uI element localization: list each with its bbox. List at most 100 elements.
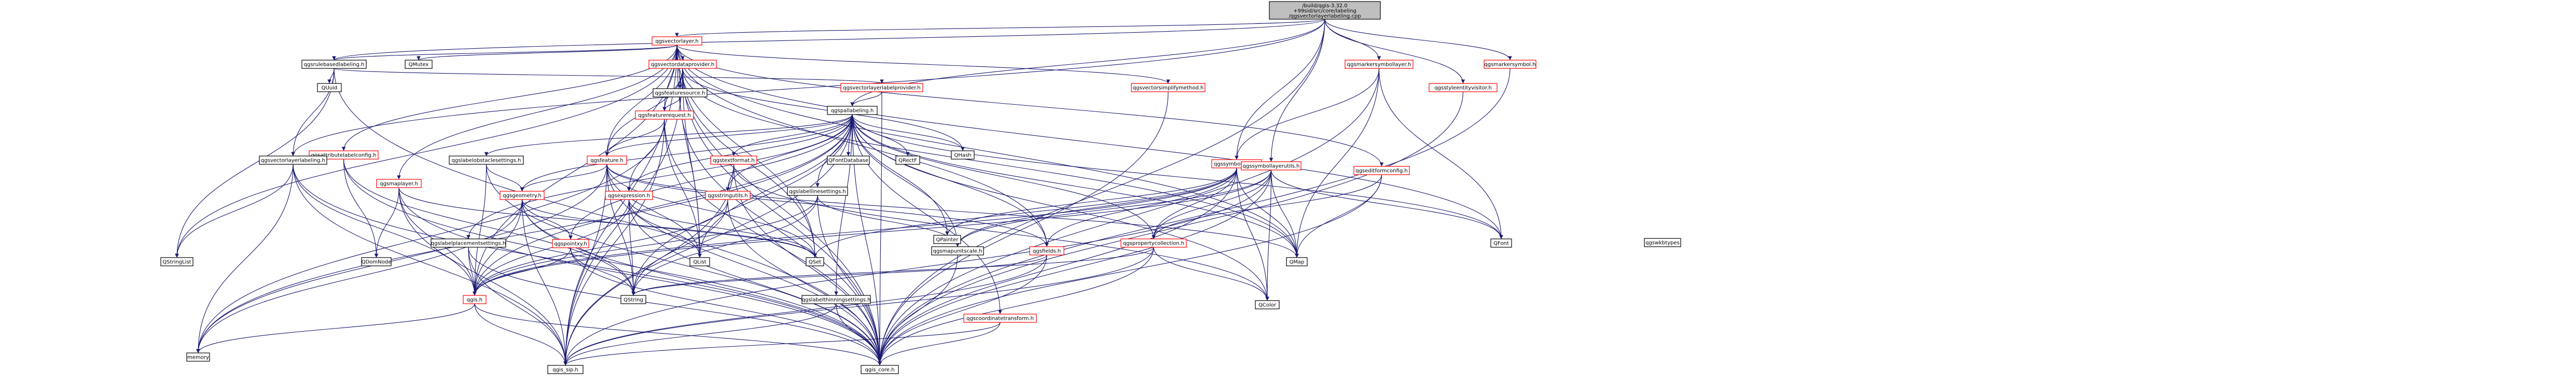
node-qdomnode[interactable]: QDomNode: [361, 257, 392, 266]
edge-qgsrulebasedlabeling_h-to-qgis_core_h: [334, 68, 882, 366]
node-box: [449, 155, 524, 165]
node-qpainter[interactable]: QPainter: [933, 235, 961, 244]
edge-root-to-qgssymbollayerutils_h: [1269, 19, 1325, 162]
node-label: qgsmarkersymbol.h: [1484, 62, 1535, 68]
node-qstring[interactable]: QString: [620, 295, 646, 304]
node-qgsmaplayer-h[interactable]: qgsmaplayer.h: [376, 179, 422, 188]
node-qgis-core-h[interactable]: qgis_core.h: [861, 365, 899, 374]
node-qfont[interactable]: QFont: [1490, 238, 1512, 248]
edge-qgsgeometry_h-to-memory: [196, 199, 523, 353]
node-qgis-sip-h[interactable]: qgis_sip.h: [547, 365, 584, 374]
node-qcolor[interactable]: QColor: [1255, 300, 1280, 309]
node-box: [1490, 238, 1512, 248]
node-qgsfeature-h[interactable]: qgsfeature.h: [587, 155, 627, 165]
node-qmap[interactable]: QMap: [1286, 257, 1308, 266]
node-qfontdatabase[interactable]: QFontDatabase: [827, 155, 870, 165]
node-qset[interactable]: QSet: [806, 257, 824, 266]
edge-qgsfields_h-to-qgis_sip_h: [563, 254, 1047, 366]
edge-root-to-qgis_core_h: [878, 19, 1325, 366]
node-qrectf[interactable]: QRectF: [895, 155, 920, 165]
edge-qgsvectordataprovider_h-to-qhash: [682, 68, 965, 151]
node-box: [635, 110, 694, 120]
node-qgsvectordataprovider-h[interactable]: qgsvectordataprovider.h: [648, 60, 717, 69]
edge-qgslabellinesettings_h-to-qgis_h: [473, 195, 818, 296]
node-label: qgsfeaturesource.h: [655, 91, 705, 96]
node-qgsfields-h[interactable]: qgsfields.h: [1029, 246, 1064, 256]
node-qhash[interactable]: QHash: [951, 150, 975, 160]
node-qgspallabeling-h[interactable]: qgspallabeling.h: [827, 106, 878, 115]
edge-qgseditformconfig_h-to-qgis_core_h: [878, 174, 1382, 366]
edge-qgslabelobstaclesettings_h-to-qgis_h: [473, 164, 487, 296]
node-qgsexpression-h[interactable]: qgsexpression.h: [605, 191, 653, 200]
node-qgsstringutils-h[interactable]: qgsstringutils.h: [705, 191, 751, 200]
node-qgsrulebasedlabeling-h[interactable]: qgsrulebasedlabeling.h: [301, 60, 367, 69]
node-box: [827, 155, 870, 165]
node-qgscoordinatetransform-h[interactable]: qgscoordinatetransform.h: [963, 314, 1037, 323]
node-qgsmarkersymbol-h[interactable]: qgsmarkersymbol.h: [1484, 60, 1536, 69]
dependency-nodes: /build/qgis-3.32.0+99sid/src/core/labeli…: [160, 1, 1681, 374]
node-qgsgeometry-h[interactable]: qgsgeometry.h: [500, 191, 545, 200]
node-qgsmapunitscale-h[interactable]: qgsmapunitscale.h: [931, 246, 984, 256]
node-qgspointxy-h[interactable]: qgspointxy.h: [552, 239, 589, 248]
edge-qgsmarkersymbollayer_h-to-qfont: [1378, 68, 1503, 239]
node-box: [951, 150, 975, 160]
edge-qgspallabeling_h-to-qgsexpression_h: [627, 114, 853, 192]
node-quuid[interactable]: QUuid: [317, 83, 342, 92]
node-qgseditformconfig-h[interactable]: qgseditformconfig.h: [1353, 166, 1410, 175]
node-qgslabelthinningsettings-h[interactable]: qgslabelthinningsettings.h: [801, 295, 871, 304]
edge-root-to-qgspallabeling_h: [850, 19, 1325, 107]
node-qgsstyleentityvisitor-h[interactable]: qgsstyleentityvisitor.h: [1429, 83, 1498, 92]
node-box: [801, 295, 871, 304]
edge-qgsmapunitscale_h-to-qgis_core_h: [878, 254, 958, 366]
node-label: qgseditformconfig.h: [1355, 168, 1408, 174]
node-qgsvectorlayerlabeling-h[interactable]: qgsvectorlayerlabeling.h: [259, 155, 327, 165]
edge-qgsfeaturerequest_h-to-memory: [196, 119, 665, 353]
node-qgis-h[interactable]: qgis.h: [463, 295, 487, 304]
node-qgssymbollayerutils-h[interactable]: qgssymbollayerutils.h: [1241, 161, 1301, 171]
edge-qgsvectorlayer_h-to-qstringlist: [175, 45, 677, 258]
node-label: qgspointxy.h: [554, 242, 587, 247]
node-label: qgsstyleentityvisitor.h: [1434, 86, 1491, 91]
node-qgsfeaturesource-h[interactable]: qgsfeaturesource.h: [653, 88, 708, 97]
node-qgsvectorlayerlabelprovider-h[interactable]: qgsvectorlayerlabelprovider.h: [840, 83, 923, 92]
node-label: QHash: [954, 153, 971, 159]
node-qgswkbtypes[interactable]: qgswkbtypes: [1644, 238, 1681, 247]
edge-qgsmaplayer_h-to-qgis_sip_h: [398, 187, 567, 366]
node-memory[interactable]: memory: [186, 352, 210, 362]
edge-qgstextformat_h-to-qgis_sip_h: [563, 164, 735, 366]
node-box: [587, 155, 627, 165]
node-qstringlist[interactable]: QStringList: [160, 257, 193, 266]
edge-qgsvectorlayer_h-to-qfont: [676, 45, 1503, 239]
node-label: qgsrulebasedlabeling.h: [304, 62, 365, 68]
node-qgsvectorlayer-h[interactable]: qgsvectorlayer.h: [652, 36, 702, 46]
node-qgspropertycollection-h[interactable]: qgspropertycollection.h: [1120, 238, 1187, 248]
node-qgsfeaturerequest-h[interactable]: qgsfeaturerequest.h: [635, 110, 694, 120]
node-qlist[interactable]: QList: [689, 257, 710, 266]
node-qgsvectorsimplifymethod-h[interactable]: qgsvectorsimplifymethod.h: [1131, 83, 1206, 92]
edge-root-to-qgsmarkersymbollayer_h: [1324, 19, 1381, 61]
node-label: qgis.h: [467, 297, 482, 303]
node-label: qgsmarkersymbollayer.h: [1347, 62, 1411, 68]
edge-qgsfeature_h-to-qgis_core_h: [606, 164, 882, 366]
edge-qgsfeature_h-to-qset: [606, 164, 817, 258]
node-qgstextformat-h[interactable]: qgstextformat.h: [710, 155, 757, 165]
node-label: qgspropertycollection.h: [1123, 241, 1184, 247]
edge-qgssymbollayerutils_h-to-qgis_h: [473, 169, 1272, 296]
node-qmutex[interactable]: QMutex: [405, 60, 433, 69]
edge-qgspropertycollection_h-to-qcolor: [1153, 247, 1269, 301]
node-qgslabelplacementsettings-h[interactable]: qgslabelplacementsettings.h: [431, 238, 506, 248]
node-qgslabelobstaclesettings-h[interactable]: qgslabelobstaclesettings.h: [449, 155, 524, 165]
node-box: [552, 239, 589, 248]
node-label: qgstextformat.h: [713, 158, 755, 164]
node-qgslabellinesettings-h[interactable]: qgslabellinesettings.h: [787, 187, 848, 196]
edge-qgsvectorsimplifymethod_h-to-qgis_core_h: [878, 91, 1169, 366]
node-box: [827, 106, 878, 115]
node-label: QUuid: [322, 86, 338, 91]
node-root[interactable]: /build/qgis-3.32.0+99sid/src/core/labeli…: [1269, 1, 1381, 20]
edge-qgssymbollayer_h-to-qset: [813, 167, 1237, 258]
edge-qgspallabeling_h-to-qpainter: [852, 114, 949, 236]
node-qgsmarkersymbollayer-h[interactable]: qgsmarkersymbollayer.h: [1345, 60, 1414, 69]
edge-qgspallabeling_h-to-qgstextformat_h: [731, 114, 853, 157]
node-label: QMap: [1290, 260, 1305, 265]
